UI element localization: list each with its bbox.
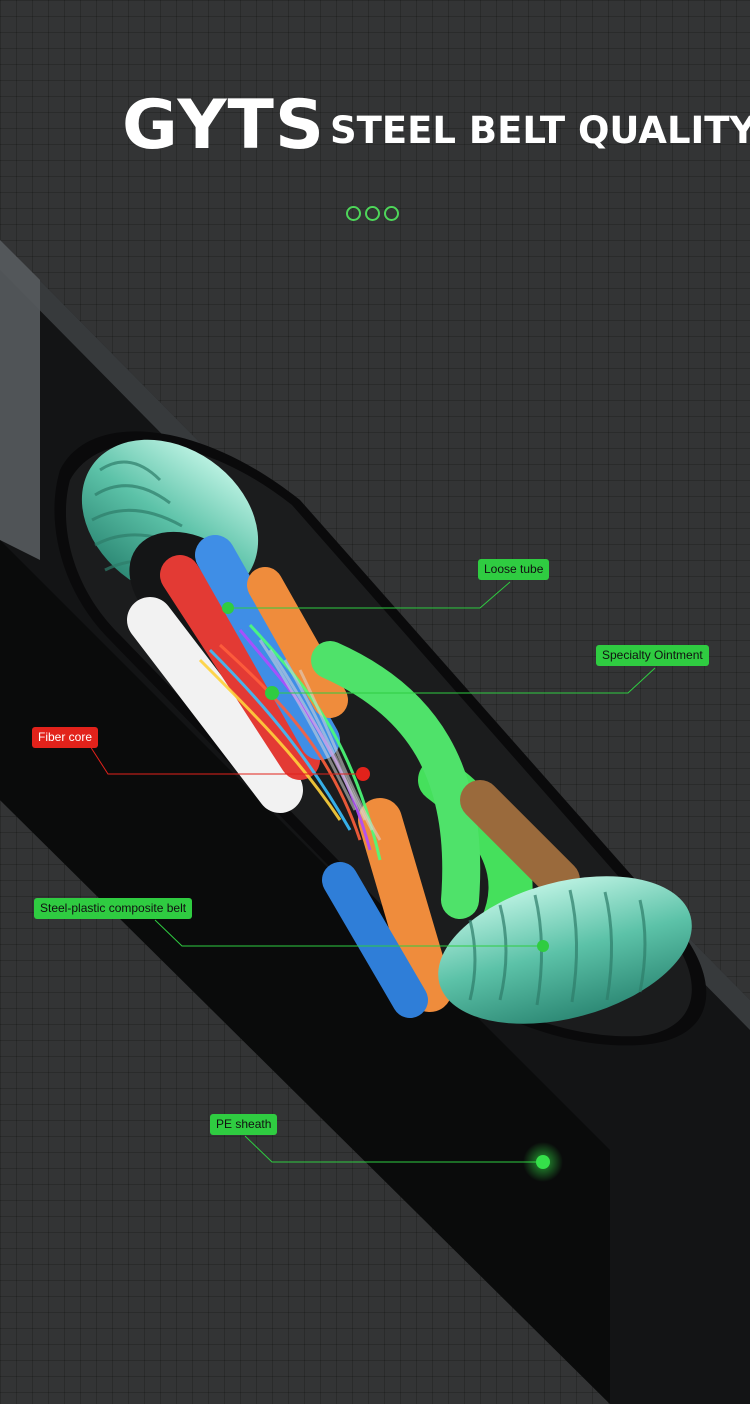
page-subtitle: STEEL BELT QUALITY: [330, 109, 750, 152]
decorative-dots: [346, 206, 399, 221]
steel-plastic-belt-lower: [438, 876, 692, 1024]
ring-icon: [384, 206, 399, 221]
ring-icon: [346, 206, 361, 221]
label-fiber-core: Fiber core: [32, 727, 99, 748]
callout-lines: [89, 581, 656, 1163]
callout-markers: [222, 602, 563, 1182]
label-steel-plastic-belt: Steel-plastic composite belt: [34, 898, 193, 919]
label-specialty-ointment: Specialty Ointment: [596, 645, 709, 666]
fiber-strands: [198, 623, 382, 861]
loose-tubes: [127, 535, 580, 1018]
ring-icon: [365, 206, 380, 221]
page-title: GYTS: [122, 86, 325, 165]
label-pe-sheath: PE sheath: [210, 1114, 278, 1135]
label-loose-tube: Loose tube: [478, 559, 550, 580]
